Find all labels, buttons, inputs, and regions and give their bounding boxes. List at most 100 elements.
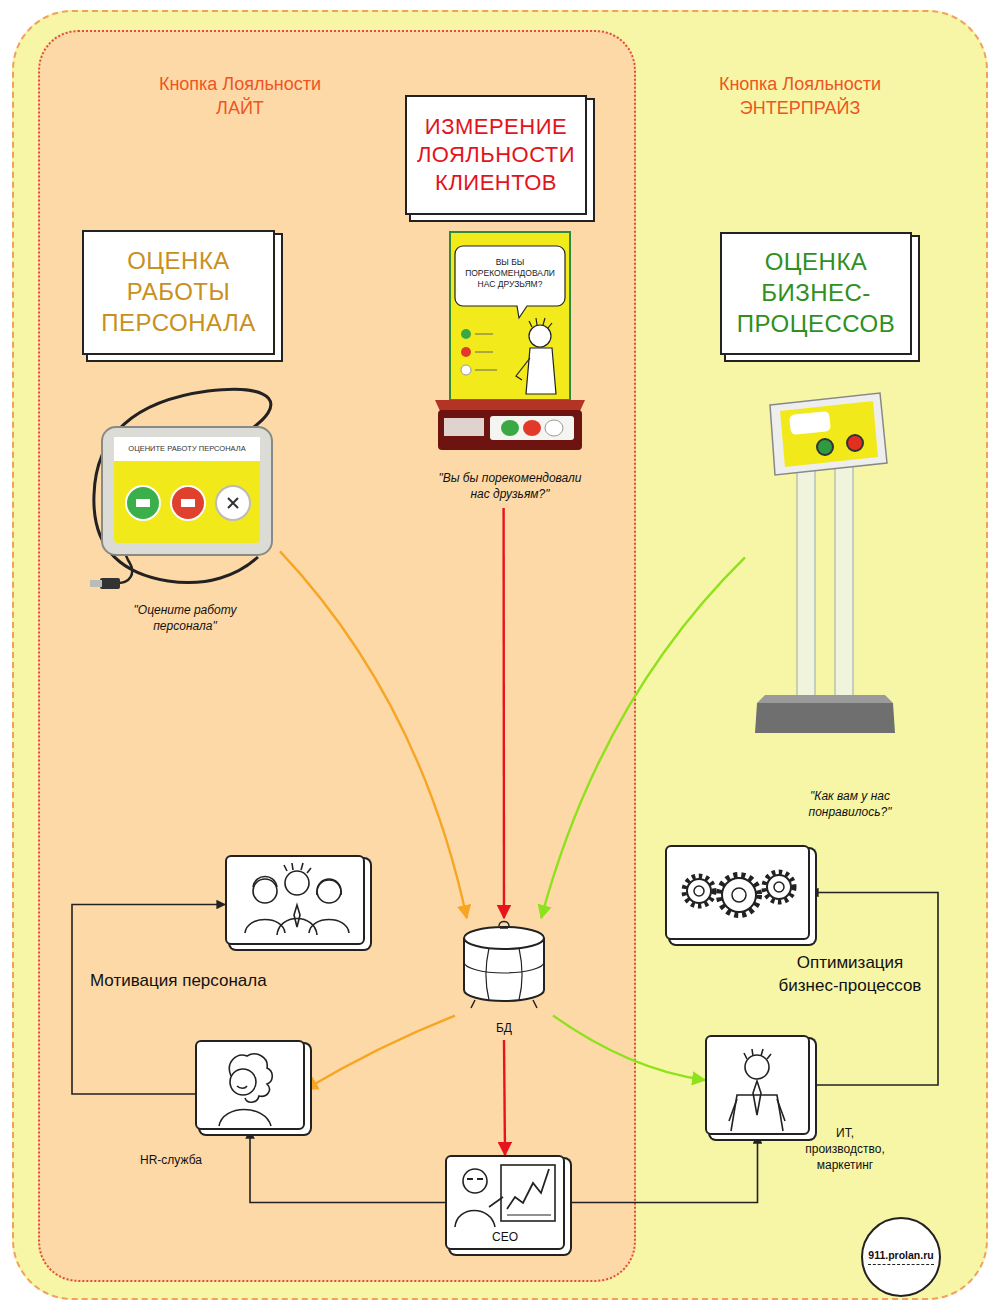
art-ellipse (464, 927, 544, 949)
text-slot: Оптимизация бизнес-процессов (770, 952, 930, 998)
art-svg (745, 385, 905, 745)
art-svg (667, 847, 808, 938)
text-slot: Кнопка Лояльности ЛАЙТ (155, 72, 325, 121)
flow-arrow (565, 1135, 758, 1203)
text-slot: ИТ, производство, маркетинг (800, 1125, 890, 1174)
flow-arrow (810, 893, 938, 1086)
label-text: HR-служба (140, 1152, 232, 1168)
art-path (253, 877, 277, 888)
art-circle (285, 871, 309, 895)
art-path (245, 920, 285, 934)
art-rect (835, 465, 853, 705)
label-text: Кнопка Лояльности ЭНТЕРПРАЙЗ (715, 72, 885, 121)
art-circle (764, 872, 794, 902)
art-path (529, 318, 552, 328)
art-path (729, 1099, 785, 1121)
flow-arrow (250, 1130, 445, 1203)
art-svg (707, 1037, 808, 1133)
art-rect (100, 578, 120, 589)
art-circle (230, 1069, 256, 1095)
art-circle (722, 878, 756, 912)
art-circle (463, 1169, 487, 1193)
art-svg (227, 857, 363, 943)
flow-arrow (72, 905, 225, 1095)
title-box: ОЦЕНКА РАБОТЫ ПЕРСОНАЛА (82, 230, 275, 355)
art-rect (490, 416, 574, 440)
title-text: ОЦЕНКА РАБОТЫ ПЕРСОНАЛА (92, 246, 265, 338)
device-floor-stand: "Как вам у нас понравилось?" (745, 385, 905, 827)
art-path (294, 905, 300, 927)
art-circle (732, 888, 746, 902)
label-text: Мотивация персонала (90, 970, 320, 993)
database-node: БД (455, 918, 553, 1040)
picture-card: ИТ, производство, маркетинг (705, 1035, 810, 1135)
art-circle (694, 886, 704, 896)
art-ellipse (523, 420, 541, 436)
label-text: Оптимизация бизнес-процессов (770, 952, 930, 998)
picture-card: Мотивация персонала (225, 855, 365, 945)
art-path (136, 499, 195, 507)
label-text: "Вы бы порекомендовали нас друзьям?" (435, 470, 585, 502)
art-path (507, 1169, 549, 1209)
device-table-stand: ВЫ БЫ ПОРЕКОМЕНДОВАЛИ НАС ДРУЗЬЯМ? "Вы бы… (430, 230, 590, 508)
text-slot: ВЫ БЫ ПОРЕКОМЕНДОВАЛИ НАС ДРУЗЬЯМ? (460, 257, 560, 290)
art-circle (684, 876, 714, 906)
art-rect (102, 427, 272, 555)
art-circle (216, 486, 250, 520)
art-path (516, 358, 530, 380)
text-slot: Мотивация персонала (90, 970, 320, 993)
label-text: БД (455, 1020, 553, 1036)
art-path (237, 1086, 247, 1088)
art-circle (529, 325, 551, 347)
label-text: ОЦЕНИТЕ РАБОТУ ПЕРСОНАЛА (116, 444, 258, 454)
art-path (455, 1211, 495, 1228)
label-text: "Как вам у нас понравилось?" (800, 788, 900, 820)
art-rect (789, 411, 831, 435)
text-slot: БД (455, 1020, 553, 1036)
picture-card: Оптимизация бизнес-процессов (665, 845, 810, 940)
art-rect (450, 232, 570, 400)
art-polygon (757, 695, 893, 703)
art-circle (767, 875, 791, 899)
art-path (228, 498, 238, 508)
art-path (753, 1081, 761, 1115)
art-path (219, 1110, 271, 1127)
art-path (464, 962, 544, 973)
art-circle (745, 1055, 769, 1079)
title-box: ИЗМЕРЕНИЕ ЛОЯЛЬНОСТИ КЛИЕНТОВ (405, 95, 587, 215)
art-path (284, 863, 311, 873)
art-rect (501, 1165, 555, 1221)
art-path (455, 246, 565, 318)
loyalty-region: Кнопка Лояльности ЭНТЕРПРАЙЗ Кнопка Лояль… (12, 10, 988, 1300)
picture-card: HR-служба (195, 1040, 305, 1130)
text-slot: HR-служба (140, 1152, 232, 1168)
art-path (467, 1178, 483, 1180)
label-text: ВЫ БЫ ПОРЕКОМЕНДОВАЛИ НАС ДРУЗЬЯМ? (460, 257, 560, 290)
title-text: ИЗМЕРЕНИЕ ЛОЯЛЬНОСТИ КЛИЕНТОВ (415, 113, 577, 197)
art-polygon (770, 393, 887, 475)
loyalty-region: Кнопка Лояльности ЛАЙТ ИЗМЕРЕНИЕ ЛОЯЛЬНОС… (38, 30, 636, 1282)
art-path (309, 920, 349, 934)
art-svg (88, 385, 280, 600)
flow-arrow (280, 551, 467, 918)
flow-arrow (305, 1016, 455, 1090)
text-slot: "Оцените работу персонала" (130, 602, 240, 634)
title-text: ОЦЕНКА БИЗНЕС-ПРОЦЕССОВ (730, 247, 902, 339)
flow-arrow (541, 557, 745, 918)
art-circle (461, 347, 471, 357)
art-path (526, 348, 556, 394)
art-path (229, 1054, 272, 1102)
flow-arrow (553, 1016, 705, 1080)
art-svg (455, 918, 553, 1014)
art-circle (461, 329, 471, 339)
text-slot: Кнопка Лояльности ЭНТЕРПРАЙЗ (715, 72, 885, 121)
text-slot: CEO (447, 1229, 563, 1245)
art-path (744, 1049, 771, 1059)
label-text: CEO (447, 1229, 563, 1245)
art-path (499, 922, 509, 929)
art-circle (253, 879, 277, 903)
art-circle (719, 875, 759, 915)
watermark-circle: 911.prolan.ru (861, 1217, 941, 1297)
label-text: Кнопка Лояльности ЛАЙТ (155, 72, 325, 121)
art-polygon (755, 703, 895, 733)
